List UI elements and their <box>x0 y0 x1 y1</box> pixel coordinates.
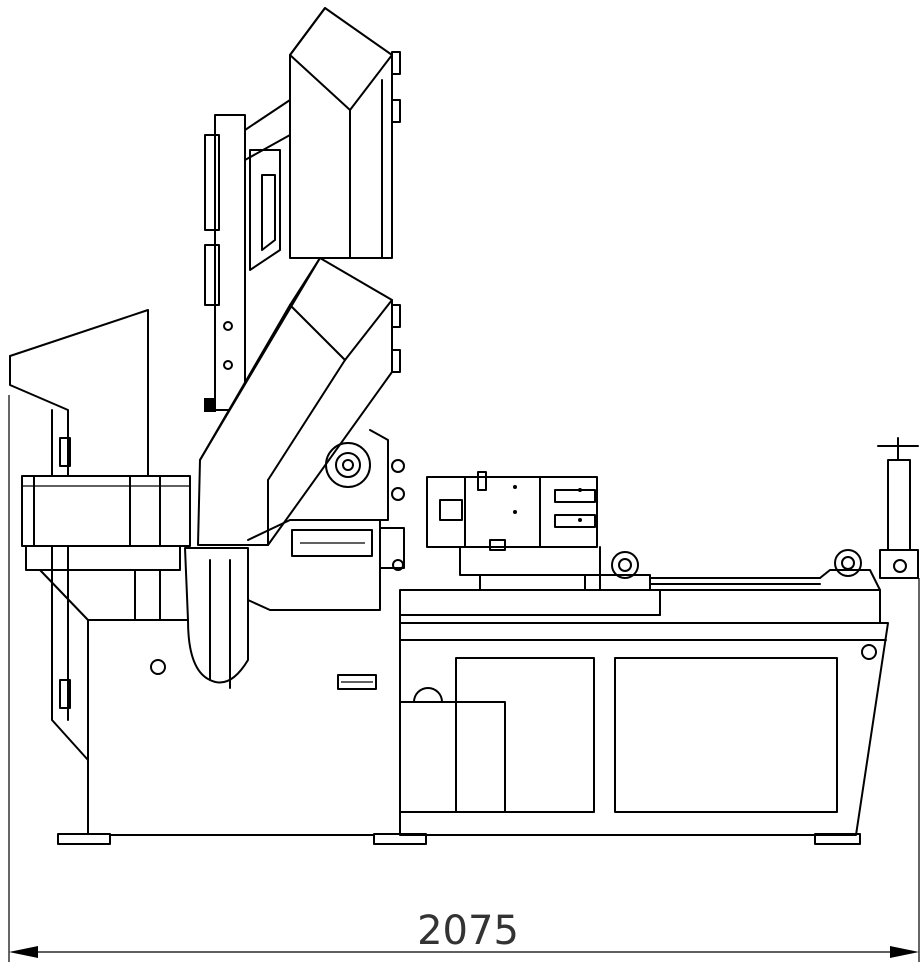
vise <box>184 519 381 689</box>
drive-hinge <box>325 429 405 571</box>
overall-width-dimension-label: 2075 <box>417 908 519 954</box>
left-cylinder <box>21 475 191 621</box>
roller-conveyor <box>599 549 881 624</box>
dimension-line <box>8 395 920 962</box>
machine-base <box>57 599 889 845</box>
saw-bow <box>197 7 401 546</box>
feed-vise <box>399 471 661 616</box>
right-support-stand <box>877 437 919 579</box>
